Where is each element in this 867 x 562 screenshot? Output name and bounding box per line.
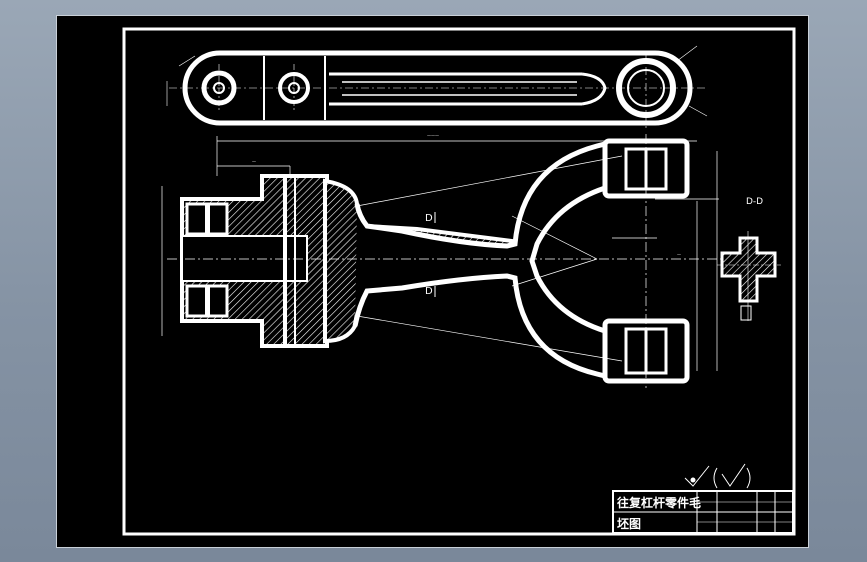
- cut-mark-lower: D: [425, 286, 433, 297]
- drawing-viewport[interactable]: ——— — — D D D-D 往复杠杆零件毛 坯图: [56, 15, 809, 548]
- section-label: D-D: [746, 197, 763, 207]
- top-view: [166, 45, 708, 128]
- svg-text:—: —: [252, 159, 256, 164]
- cut-mark-upper: D: [425, 213, 433, 224]
- part-name: 往复杠杆零件毛: [617, 495, 701, 510]
- drawing-label: 坯图: [617, 516, 641, 531]
- section-dd: D-D: [717, 197, 781, 321]
- svg-text:—: —: [677, 252, 681, 257]
- roughness-symbols: [684, 463, 751, 489]
- cad-drawing: ——— — — D D D-D 往复杠杆零件毛 坯图: [122, 27, 796, 536]
- svg-text:———: ———: [427, 133, 439, 138]
- drawing-border: [122, 27, 796, 536]
- front-view: ——— — — D D: [161, 133, 757, 388]
- title-block: 往复杠杆零件毛 坯图: [612, 490, 794, 534]
